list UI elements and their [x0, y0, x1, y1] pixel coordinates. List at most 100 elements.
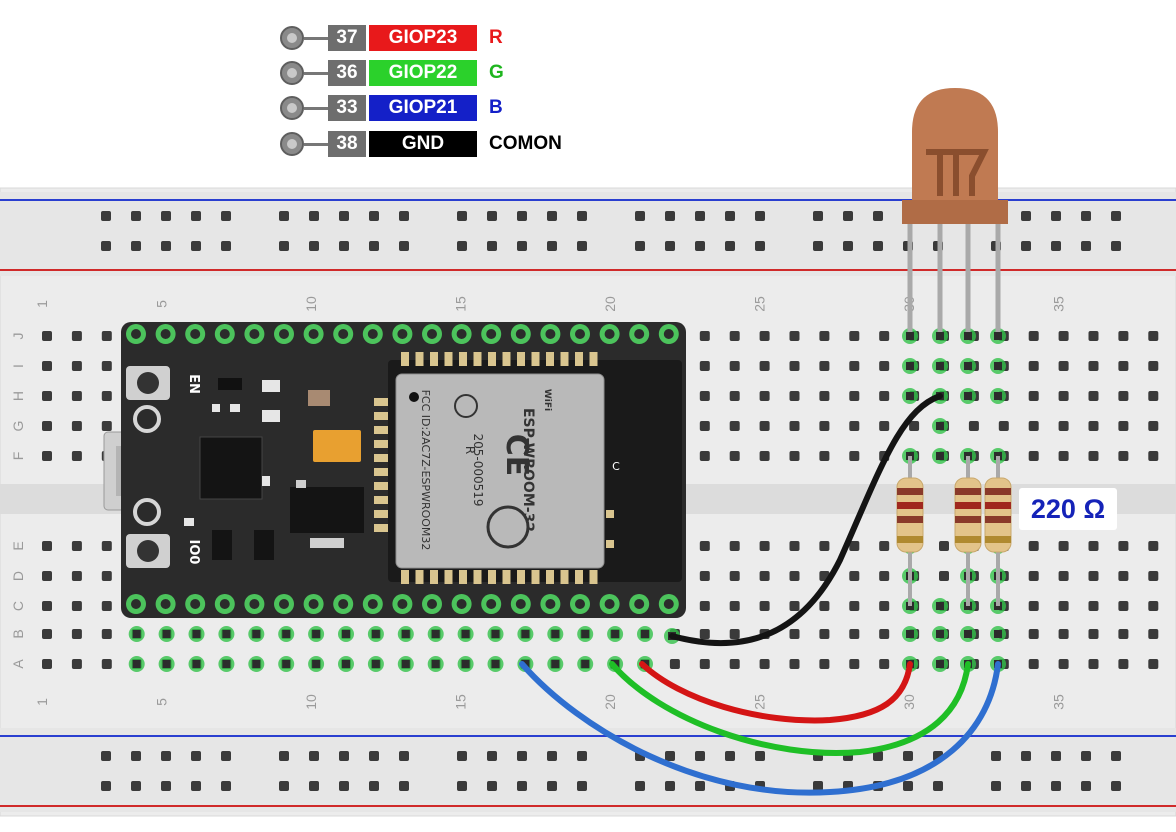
- breadboard-hole: [101, 421, 112, 431]
- breadboard-hole: [729, 421, 740, 431]
- rail-hole: [991, 751, 1001, 761]
- breadboard-hole: [1088, 571, 1099, 581]
- rail-hole: [101, 211, 111, 221]
- rail-hole: [339, 241, 349, 251]
- breadboard-hole: [789, 571, 800, 581]
- legend-row-gnd: 38 GND COMON: [280, 131, 562, 157]
- breadboard-hole: [849, 421, 860, 431]
- rail-hole: [309, 241, 319, 251]
- column-label: 10: [303, 694, 319, 710]
- rail-hole: [1021, 241, 1031, 251]
- breadboard-hole: [42, 571, 52, 581]
- pin-name: GIOP23: [369, 25, 477, 51]
- breadboard-hole: [849, 451, 860, 461]
- rail-hole: [457, 241, 467, 251]
- rail-hole: [191, 751, 201, 761]
- rail-hole: [221, 241, 231, 251]
- breadboard-hole: [819, 361, 830, 371]
- rail-hole: [191, 211, 201, 221]
- breadboard-hole: [699, 391, 710, 401]
- row-label: I: [10, 364, 26, 368]
- rail-hole: [813, 781, 823, 791]
- rail-hole: [369, 241, 379, 251]
- legend-row-red: 37 GIOP23 R: [280, 25, 503, 51]
- pin-function: COMON: [489, 133, 562, 154]
- breadboard-hole: [1028, 331, 1039, 341]
- breadboard-hole: [879, 421, 890, 431]
- column-label: 20: [602, 296, 618, 312]
- pin-lead: [304, 106, 328, 110]
- column-label: 25: [752, 694, 768, 710]
- rail-hole: [813, 241, 823, 251]
- column-label: 30: [901, 694, 917, 710]
- breadboard-hole: [819, 629, 830, 639]
- breadboard-hole: [909, 421, 920, 431]
- row-label: F: [10, 452, 26, 461]
- breadboard-hole: [42, 541, 52, 551]
- breadboard-hole: [699, 541, 710, 551]
- breadboard-hole: [879, 571, 890, 581]
- breadboard-hole: [699, 601, 710, 611]
- breadboard-hole: [71, 571, 82, 581]
- resistor-value-label: 220 Ω: [1019, 488, 1117, 530]
- rail-hole: [1111, 781, 1121, 791]
- breadboard-hole: [879, 659, 890, 669]
- rail-hole: [487, 241, 497, 251]
- rail-hole: [399, 211, 409, 221]
- column-label: 5: [154, 300, 170, 308]
- pin-connector-icon: [280, 26, 304, 50]
- column-label: 25: [752, 296, 768, 312]
- breadboard-hole: [71, 451, 82, 461]
- breadboard-hole: [101, 361, 112, 371]
- breadboard-hole: [71, 331, 82, 341]
- rail-hole: [547, 241, 557, 251]
- module-name: ESP-WROOM-32: [520, 408, 536, 532]
- rail-hole: [517, 241, 527, 251]
- rail-hole: [457, 751, 467, 761]
- rail-hole: [457, 211, 467, 221]
- esp32-header-pins: [126, 324, 679, 614]
- breadboard-hole: [1058, 391, 1069, 401]
- breadboard-hole: [42, 601, 52, 611]
- breadboard-hole: [849, 331, 860, 341]
- breadboard-hole: [1088, 541, 1099, 551]
- breadboard-hole: [1088, 601, 1099, 611]
- rail-hole: [1021, 211, 1031, 221]
- breadboard-hole: [1028, 391, 1039, 401]
- breadboard-hole: [1088, 391, 1099, 401]
- column-label: 15: [453, 296, 469, 312]
- breadboard-hole: [789, 331, 800, 341]
- rail-hole: [309, 781, 319, 791]
- breadboard-hole: [819, 451, 830, 461]
- rail-hole: [933, 781, 943, 791]
- rail-hole: [457, 781, 467, 791]
- usb-uart-chip: [199, 436, 263, 500]
- breadboard-hole: [699, 659, 710, 669]
- pin-name: GND: [369, 131, 477, 157]
- breadboard-hole: [1148, 571, 1159, 581]
- rail-hole: [1021, 751, 1031, 761]
- breadboard-hole: [699, 331, 710, 341]
- power-rail-bottom: [0, 728, 1176, 812]
- column-label: 35: [1051, 694, 1067, 710]
- rail-hole: [369, 751, 379, 761]
- breadboard-hole: [1118, 391, 1129, 401]
- r-mark: R: [463, 446, 477, 454]
- rail-hole: [1081, 211, 1091, 221]
- breadboard-hole: [1148, 391, 1159, 401]
- breadboard-hole: [71, 541, 82, 551]
- column-label: 1: [34, 300, 50, 308]
- rail-hole: [279, 781, 289, 791]
- breadboard-hole: [699, 421, 710, 431]
- breadboard-hole: [1118, 541, 1129, 551]
- rail-hole: [577, 751, 587, 761]
- rail-hole: [1021, 781, 1031, 791]
- pin-number: 36: [328, 60, 366, 86]
- rail-hole: [873, 241, 883, 251]
- breadboard-hole: [879, 629, 890, 639]
- breadboard-hole: [849, 659, 860, 669]
- rail-hole: [161, 211, 171, 221]
- rail-hole: [369, 211, 379, 221]
- rail-hole: [369, 781, 379, 791]
